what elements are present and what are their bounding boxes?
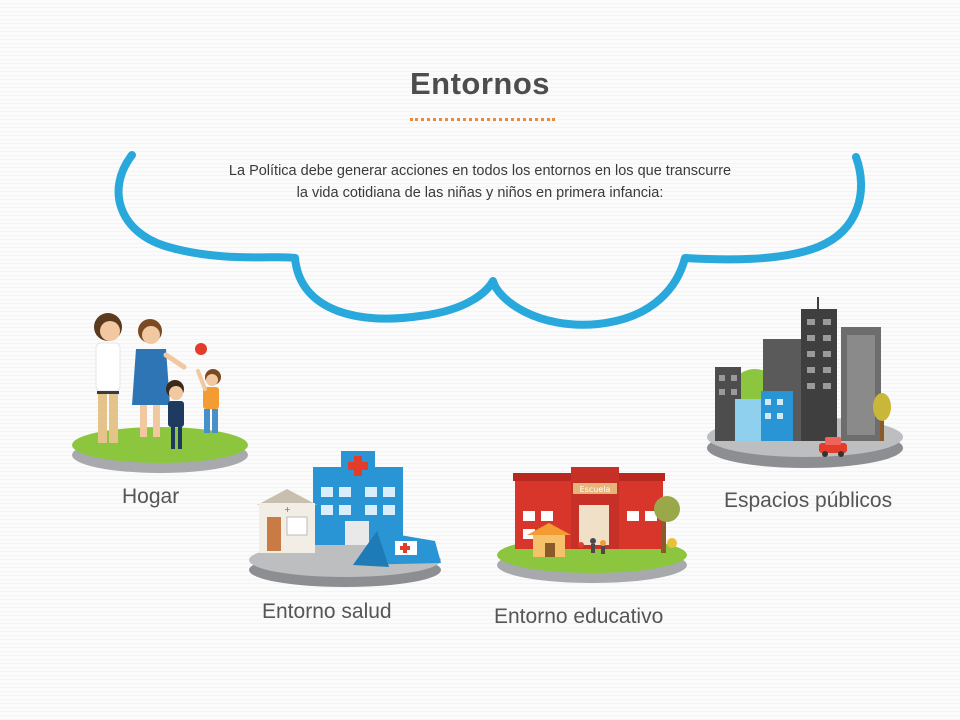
yellow-tree-icon <box>873 393 891 441</box>
title-dotted-underline <box>410 118 555 121</box>
clinic-building: + <box>257 489 317 553</box>
espacios-illustration <box>707 297 903 468</box>
label-espacios-publicos: Espacios públicos <box>724 489 893 512</box>
hospital-building <box>313 451 403 545</box>
woman-figure <box>94 313 122 443</box>
school-building <box>513 467 665 557</box>
label-hogar: Hogar <box>122 485 180 508</box>
hogar-illustration <box>72 313 248 473</box>
label-entorno-salud: Entorno salud <box>262 600 392 623</box>
playground-tree <box>654 496 680 553</box>
boy-figure <box>196 369 221 433</box>
salud-illustration: + <box>249 451 441 587</box>
children-group <box>578 538 606 554</box>
page-title: Entornos <box>409 66 551 101</box>
educativo-illustration: Escuela <box>497 467 687 583</box>
label-entorno-educativo: Entorno educativo <box>494 605 664 628</box>
girl-figure <box>166 380 184 449</box>
woman-figure <box>132 319 187 437</box>
medical-tent <box>353 531 441 567</box>
svg-text:+: + <box>284 505 291 514</box>
description-text: La Política debe generar acciones en tod… <box>180 160 780 204</box>
skyscrapers <box>715 297 881 441</box>
description-line-1: La Política debe generar acciones en tod… <box>228 163 732 179</box>
ball-icon <box>195 343 207 355</box>
description-line-2: la vida cotidiana de las niñas y niños e… <box>296 185 664 201</box>
school-sign-text: Escuela <box>580 485 611 494</box>
red-car-icon <box>819 437 847 457</box>
